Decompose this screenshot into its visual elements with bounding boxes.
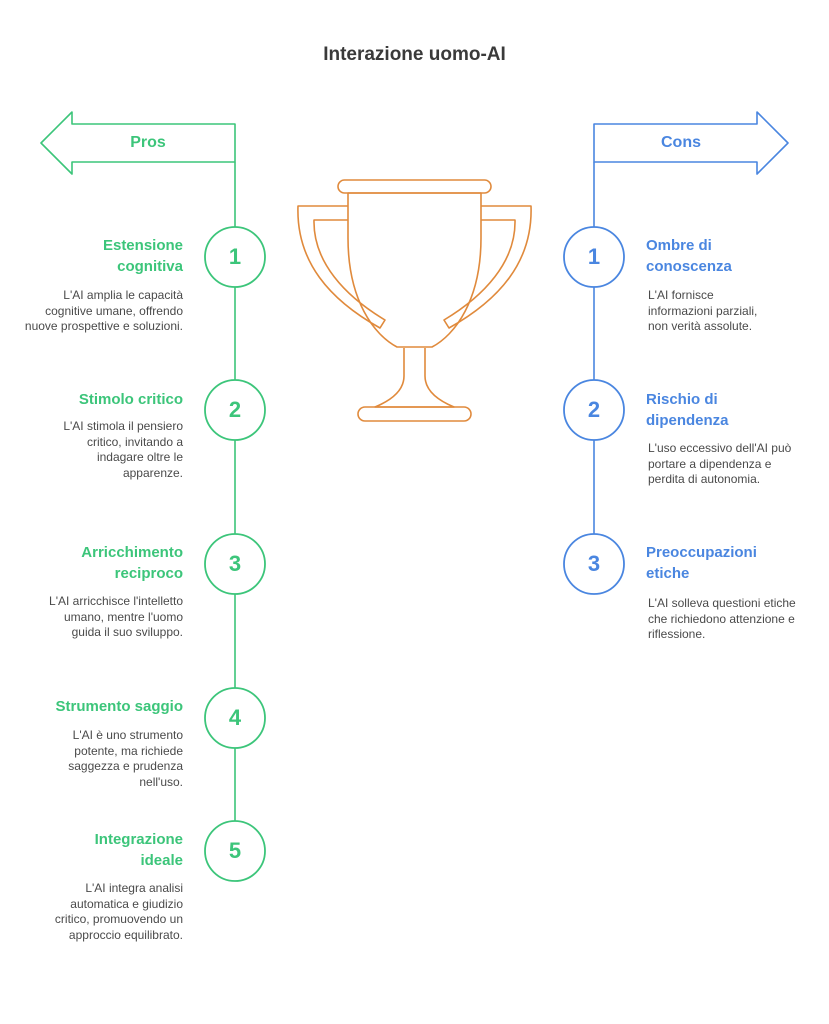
pros-item-title-1: Estensione cognitiva xyxy=(102,237,183,275)
cons-item-desc-3: L'AI solleva questioni etiche che richie… xyxy=(648,596,796,641)
pros-arrow xyxy=(40,111,236,175)
pros-item-title-3: Arricchimento reciproco xyxy=(81,544,183,582)
pros-circles xyxy=(204,226,266,882)
cons-arrow xyxy=(593,111,789,175)
cons-circle-3 xyxy=(563,533,625,595)
cons-circle-1 xyxy=(563,226,625,288)
pros-circle-5 xyxy=(204,820,266,882)
pros-circle-4 xyxy=(204,687,266,749)
cons-item-desc-2: L'uso eccessivo dell'AI può portare a di… xyxy=(648,441,792,486)
cons-item-title-2: Rischio di dipendenza xyxy=(646,391,729,429)
pros-item-desc-1: L'AI amplia le capacità cognitive umane,… xyxy=(24,288,183,333)
cons-item-title-3: Preoccupazioni etiche xyxy=(646,544,757,582)
pros-circle-1 xyxy=(204,226,266,288)
pros-item-title-2: Stimolo critico xyxy=(78,391,183,408)
pros-item-desc-4: L'AI è uno strumento potente, ma richied… xyxy=(68,728,183,789)
pros-item-desc-2: L'AI stimola il pensiero critico, invita… xyxy=(63,419,183,480)
pros-item-desc-3: L'AI arricchisce l'intelletto umano, men… xyxy=(49,594,183,639)
pros-number-1: 1 xyxy=(228,244,242,269)
cons-number-2: 2 xyxy=(587,397,601,422)
pros-item-desc-5: L'AI integra analisi automatica e giudiz… xyxy=(54,881,183,942)
cons-item-title-1: Ombre di conoscenza xyxy=(646,237,732,275)
pros-number-2: 2 xyxy=(228,397,242,422)
cons-circle-2 xyxy=(563,379,625,441)
cons-number-1: 1 xyxy=(587,244,601,269)
pros-item-title-5: Integrazione ideale xyxy=(94,831,183,869)
pros-number-4: 4 xyxy=(228,705,242,730)
cons-item-desc-1: L'AI fornisce informazioni parziali, non… xyxy=(648,288,758,333)
pros-number-5: 5 xyxy=(228,838,242,863)
trophy-icon xyxy=(297,179,532,422)
pros-circle-3 xyxy=(204,533,266,595)
cons-number-3: 3 xyxy=(587,551,601,576)
pros-circle-2 xyxy=(204,379,266,441)
pros-number-3: 3 xyxy=(228,551,242,576)
cons-label: Cons xyxy=(661,134,701,151)
diagram-title: Interazione uomo-AI xyxy=(323,44,506,65)
cons-circles xyxy=(563,226,625,595)
pros-item-title-4: Strumento saggio xyxy=(55,698,183,715)
pros-label: Pros xyxy=(130,134,166,151)
